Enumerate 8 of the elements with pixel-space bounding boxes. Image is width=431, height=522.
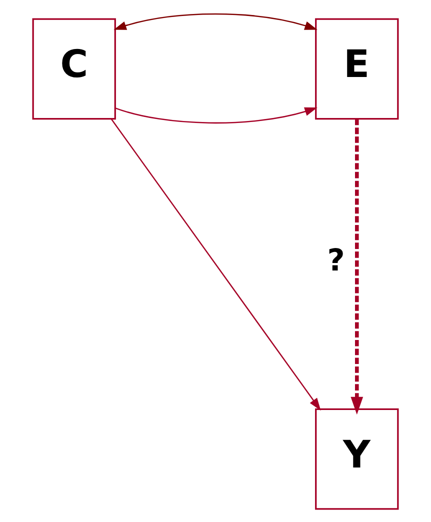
arrow bbox=[350, 118, 364, 414]
arrow bbox=[115, 106, 318, 124]
arrow bbox=[114, 12, 318, 30]
node-box: C bbox=[32, 18, 116, 120]
node-box: E bbox=[315, 18, 399, 120]
arrow bbox=[110, 118, 321, 410]
node-box: Y bbox=[315, 408, 399, 510]
edge-label: ? bbox=[327, 243, 345, 278]
